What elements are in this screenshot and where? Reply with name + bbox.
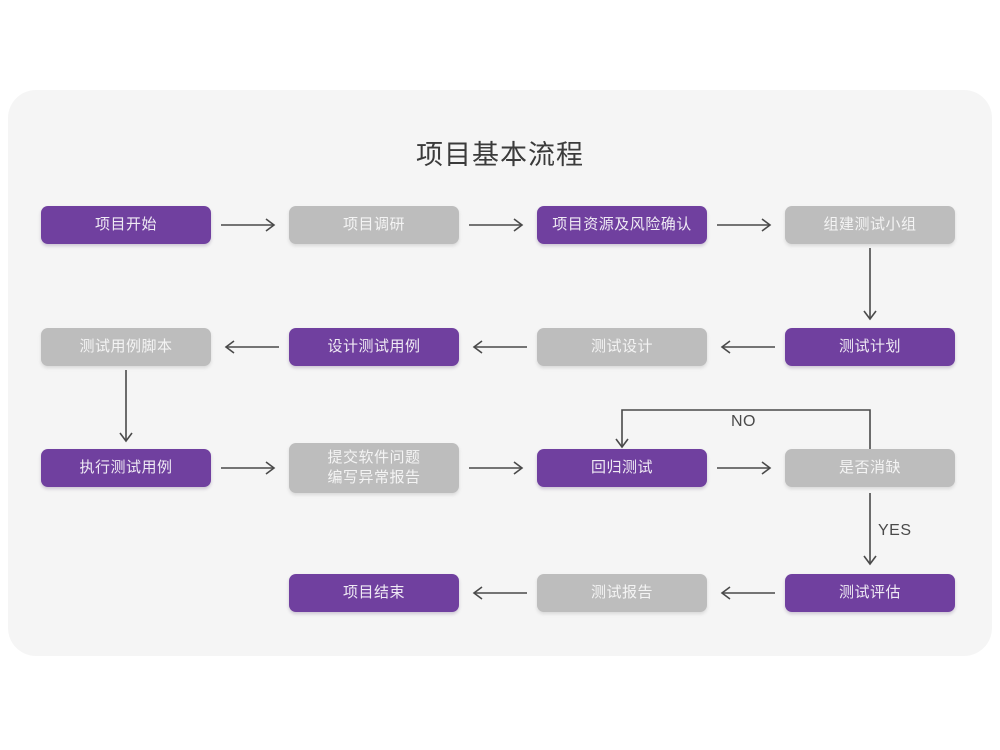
edge-label-yes: YES xyxy=(878,522,912,539)
flow-node-label: 项目结束 xyxy=(342,584,405,601)
flow-node-project-start[interactable]: 项目开始 xyxy=(41,206,211,244)
flow-node-label: 项目资源及风险确认 xyxy=(552,216,692,233)
flow-node-test-design[interactable]: 测试设计 xyxy=(537,328,707,366)
flow-node-test-plan[interactable]: 测试计划 xyxy=(785,328,955,366)
flow-node-label: 回归测试 xyxy=(590,459,653,476)
flow-node-form-test-team[interactable]: 组建测试小组 xyxy=(785,206,955,244)
flowchart-card xyxy=(8,90,992,656)
edge-label-no: NO xyxy=(731,413,756,430)
flow-node-label: 测试评估 xyxy=(838,584,901,601)
flow-node-label: 执行测试用例 xyxy=(79,459,173,476)
flow-node-submit-issue-report[interactable]: 提交软件问题 编写异常报告 xyxy=(289,443,459,493)
flow-node-label: 组建测试小组 xyxy=(823,216,917,233)
flow-node-label: 测试报告 xyxy=(590,584,653,601)
flow-node-label: 是否消缺 xyxy=(838,459,901,476)
flow-node-resource-risk-confirm[interactable]: 项目资源及风险确认 xyxy=(537,206,707,244)
flow-node-design-test-case[interactable]: 设计测试用例 xyxy=(289,328,459,366)
flow-node-label: 测试设计 xyxy=(590,338,653,355)
flow-node-project-research[interactable]: 项目调研 xyxy=(289,206,459,244)
flow-node-label: 测试用例脚本 xyxy=(79,338,173,355)
flow-node-label: 提交软件问题 xyxy=(327,449,421,466)
flow-node-execute-test-case[interactable]: 执行测试用例 xyxy=(41,449,211,487)
flow-node-test-case-script[interactable]: 测试用例脚本 xyxy=(41,328,211,366)
flow-node-test-evaluation[interactable]: 测试评估 xyxy=(785,574,955,612)
flow-node-defect-resolved-decision[interactable]: 是否消缺 xyxy=(785,449,955,487)
flow-node-label-line2: 编写异常报告 xyxy=(327,469,421,486)
flow-node-label: 项目开始 xyxy=(94,216,157,233)
flow-node-label: 项目调研 xyxy=(342,216,405,233)
flow-node-test-report[interactable]: 测试报告 xyxy=(537,574,707,612)
flow-node-project-end[interactable]: 项目结束 xyxy=(289,574,459,612)
flow-node-regression-test[interactable]: 回归测试 xyxy=(537,449,707,487)
flow-node-label: 测试计划 xyxy=(838,338,901,355)
page-title: 项目基本流程 xyxy=(416,140,584,170)
flow-node-label: 设计测试用例 xyxy=(327,338,421,355)
